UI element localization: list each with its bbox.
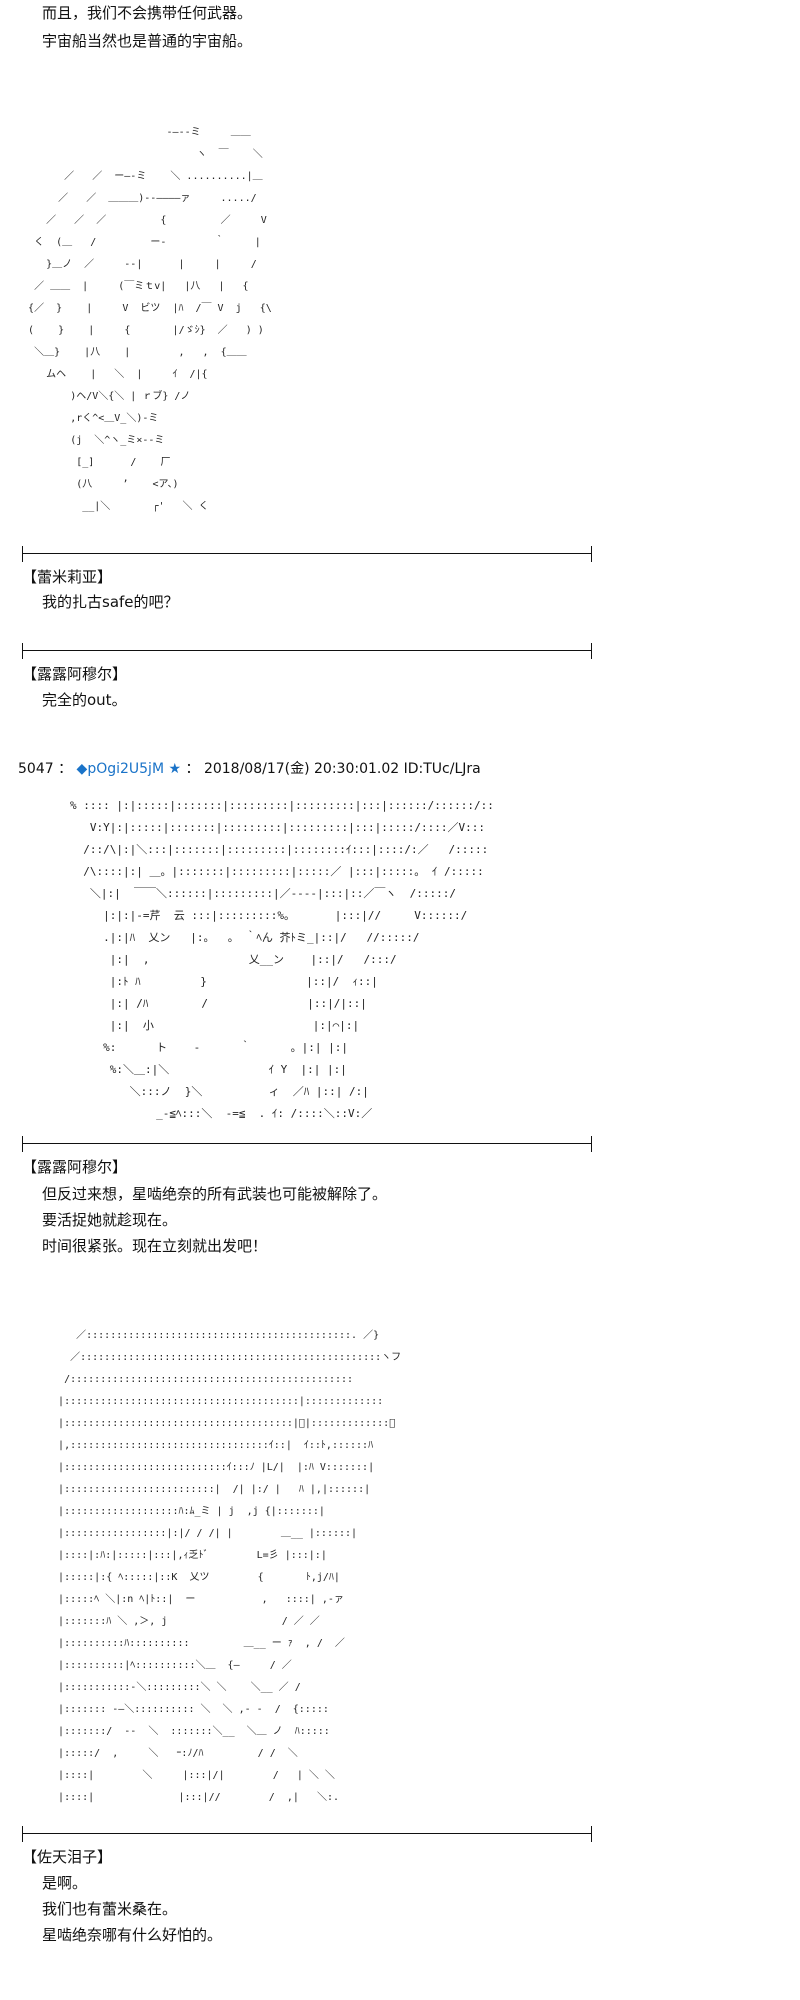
dialogue-line: 我的扎古safe的吧？ bbox=[42, 593, 179, 611]
divider bbox=[22, 546, 592, 562]
post-tripcode[interactable]: ◆pOgi2U5jM bbox=[76, 761, 165, 777]
divider bbox=[22, 1136, 592, 1152]
post-datetime: 2018/08/17(金) 20:30:01.02 ID:TUc/LJra bbox=[203, 761, 481, 777]
intro-line: 宇宙船当然也是普通的宇宙船。 bbox=[42, 32, 253, 50]
post-separator: ： bbox=[58, 761, 73, 777]
divider bbox=[22, 1826, 592, 1842]
dialogue-line: 星啮绝奈哪有什么好怕的。 bbox=[42, 1926, 223, 1944]
speaker-name: 【佐天泪子】 bbox=[22, 1848, 113, 1866]
dialogue-line: 要活捉她就趁现在。 bbox=[42, 1211, 178, 1229]
ascii-art-character: % :::: |:|:::::|:::::::|:::::::::|::::::… bbox=[70, 799, 494, 1120]
star-icon: ★ bbox=[168, 761, 182, 777]
speaker-name: 【露露阿穆尔】 bbox=[22, 1158, 128, 1176]
dialogue-line: 但反过来想，星啮绝奈的所有武装也可能被解除了。 bbox=[42, 1185, 388, 1203]
divider bbox=[22, 643, 592, 659]
post-number: 5047 bbox=[18, 761, 54, 777]
post-colon: ： bbox=[185, 761, 200, 777]
dialogue-line: 时间很紧张。现在立刻就出发吧！ bbox=[42, 1237, 268, 1255]
dialogue-line: 我们也有蕾米桑在。 bbox=[42, 1900, 178, 1918]
intro-line: 而且，我们不会携带任何武器。 bbox=[42, 4, 253, 22]
speaker-name: 【露露阿穆尔】 bbox=[22, 665, 128, 683]
post-header: 5047 ： ◆pOgi2U5jM ★ ： 2018/08/17(金) 20:3… bbox=[18, 760, 481, 778]
ascii-art-character: ／:::::::::::::::::::::::::::::::::::::::… bbox=[58, 1330, 402, 1803]
speaker-name: 【蕾米莉亚】 bbox=[22, 568, 113, 586]
dialogue-line: 是啊。 bbox=[42, 1874, 88, 1892]
ascii-art-character: ‐―‐-ミ ＿＿ ヽ ￣ ＼ ／ ／ ー―‐ミ ＼ ..........|＿ ／… bbox=[28, 127, 272, 512]
dialogue-line: 完全的out。 bbox=[42, 691, 127, 709]
